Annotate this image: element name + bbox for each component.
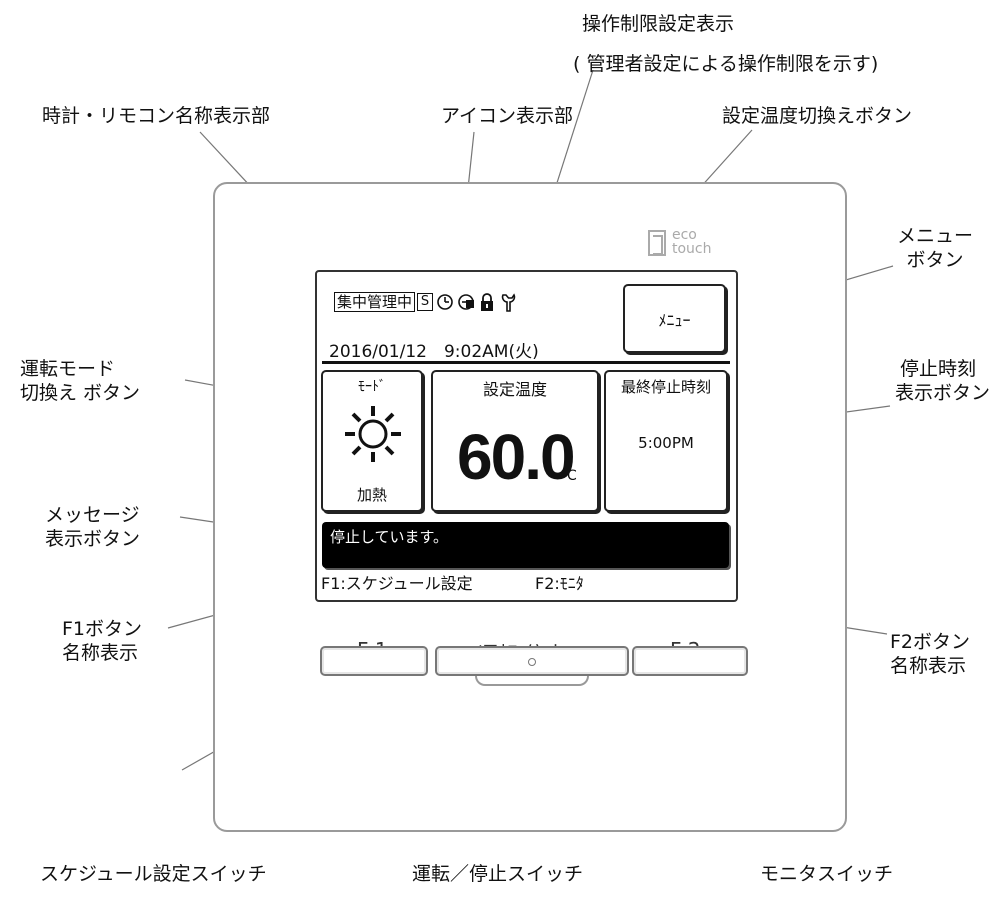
clock-display: 2016/01/12 9:02AM(火): [329, 342, 539, 362]
callout-f1-name-line2: 名称表示: [62, 642, 139, 664]
callout-menu-button-line2: ボタン: [906, 249, 964, 271]
callout-mode-button-line2: 切換え ボタン: [20, 382, 141, 404]
callout-message-line1: メッセージ: [45, 504, 140, 526]
eco-touch-logo: eco touch: [648, 228, 728, 262]
callout-stop-time-line1: 停止時刻: [900, 358, 977, 380]
callout-run-stop-switch: 運転／停止スイッチ: [412, 863, 584, 885]
set-temperature-button[interactable]: 設定温度 60.0 °C: [431, 370, 599, 512]
callout-monitor-switch: モニタスイッチ: [760, 863, 894, 885]
logo-line1: eco: [672, 227, 697, 243]
callout-stop-time: 停止時刻 表示ボタン: [895, 357, 990, 405]
f1-hardware-button[interactable]: [320, 646, 428, 676]
callout-schedule-switch: スケジュール設定スイッチ: [40, 863, 267, 885]
stop-time-label: 最終停止時刻: [620, 378, 711, 396]
callout-stop-time-line2: 表示ボタン: [895, 382, 991, 404]
f1-key-label: F1:スケジュール設定: [321, 574, 473, 593]
callout-f1-name: F1ボタン 名称表示: [62, 617, 142, 665]
callout-icon-area: アイコン表示部: [441, 105, 574, 127]
wrench-icon: [501, 293, 516, 312]
callout-message-line2: 表示ボタン: [45, 528, 141, 550]
mode-switch-button[interactable]: ﾓｰﾄﾞ 加熱: [321, 370, 423, 512]
callout-menu-button-line1: メニュー: [896, 225, 973, 247]
logo-text: eco touch: [672, 228, 712, 256]
header-divider: [322, 361, 730, 364]
logo-line2: touch: [672, 241, 712, 257]
status-icon-row: 集中管理中 S: [334, 291, 517, 313]
run-stop-button-lip: [475, 676, 589, 686]
message-text: 停止しています。: [330, 528, 449, 546]
callout-message: メッセージ 表示ボタン: [45, 503, 140, 551]
callout-mode-button: 運転モード 切換え ボタン: [20, 357, 140, 405]
clock-icon: [437, 294, 453, 310]
central-control-badge: 集中管理中: [334, 292, 416, 312]
message-button[interactable]: 停止しています。: [322, 522, 729, 568]
temperature-unit: °C: [560, 468, 577, 484]
f2-hardware-button[interactable]: [632, 646, 748, 676]
mode-label: ﾓｰﾄﾞ: [358, 379, 386, 395]
callout-temp-switch: 設定温度切換えボタン: [722, 105, 913, 127]
callout-f1-name-line1: F1ボタン: [62, 618, 143, 640]
lock-icon: [481, 293, 494, 311]
callout-operation-limit-title: 操作制限設定表示: [582, 13, 735, 35]
stop-time-button[interactable]: 最終停止時刻 5:00PM: [604, 370, 728, 512]
callout-clock-name: 時計・リモコン名称表示部: [42, 105, 271, 127]
run-stop-hardware-button[interactable]: [435, 646, 629, 676]
menu-button[interactable]: ﾒﾆｭｰ: [623, 284, 726, 353]
sun-icon: [345, 406, 401, 462]
menu-button-label: ﾒﾆｭｰ: [658, 310, 691, 330]
callout-f2-name: F2ボタン 名称表示: [890, 630, 970, 678]
stop-time-value: 5:00PM: [638, 434, 694, 452]
callout-f2-name-line2: 名称表示: [890, 655, 967, 677]
callout-mode-button-line1: 運転モード: [20, 358, 116, 380]
callout-menu-button: メニュー ボタン: [880, 224, 990, 272]
function-key-labels: F1:スケジュール設定 F2:ﾓﾆﾀ: [321, 574, 584, 594]
set-temperature-value: 60.0: [457, 421, 576, 493]
callout-operation-limit-sub: ( 管理者設定による操作制限を示す): [573, 53, 879, 75]
logo-mark-icon: [648, 230, 666, 256]
run-indicator-led: [528, 658, 536, 666]
callout-operation-limit: 操作制限設定表示: [555, 12, 975, 36]
f2-key-label: F2:ﾓﾆﾀ: [535, 574, 584, 593]
set-temperature-label: 設定温度: [482, 380, 547, 399]
s-badge: S: [417, 293, 434, 311]
mode-value: 加熱: [356, 486, 387, 504]
callout-f2-name-line1: F2ボタン: [890, 631, 971, 653]
schedule-icon: [458, 294, 475, 310]
